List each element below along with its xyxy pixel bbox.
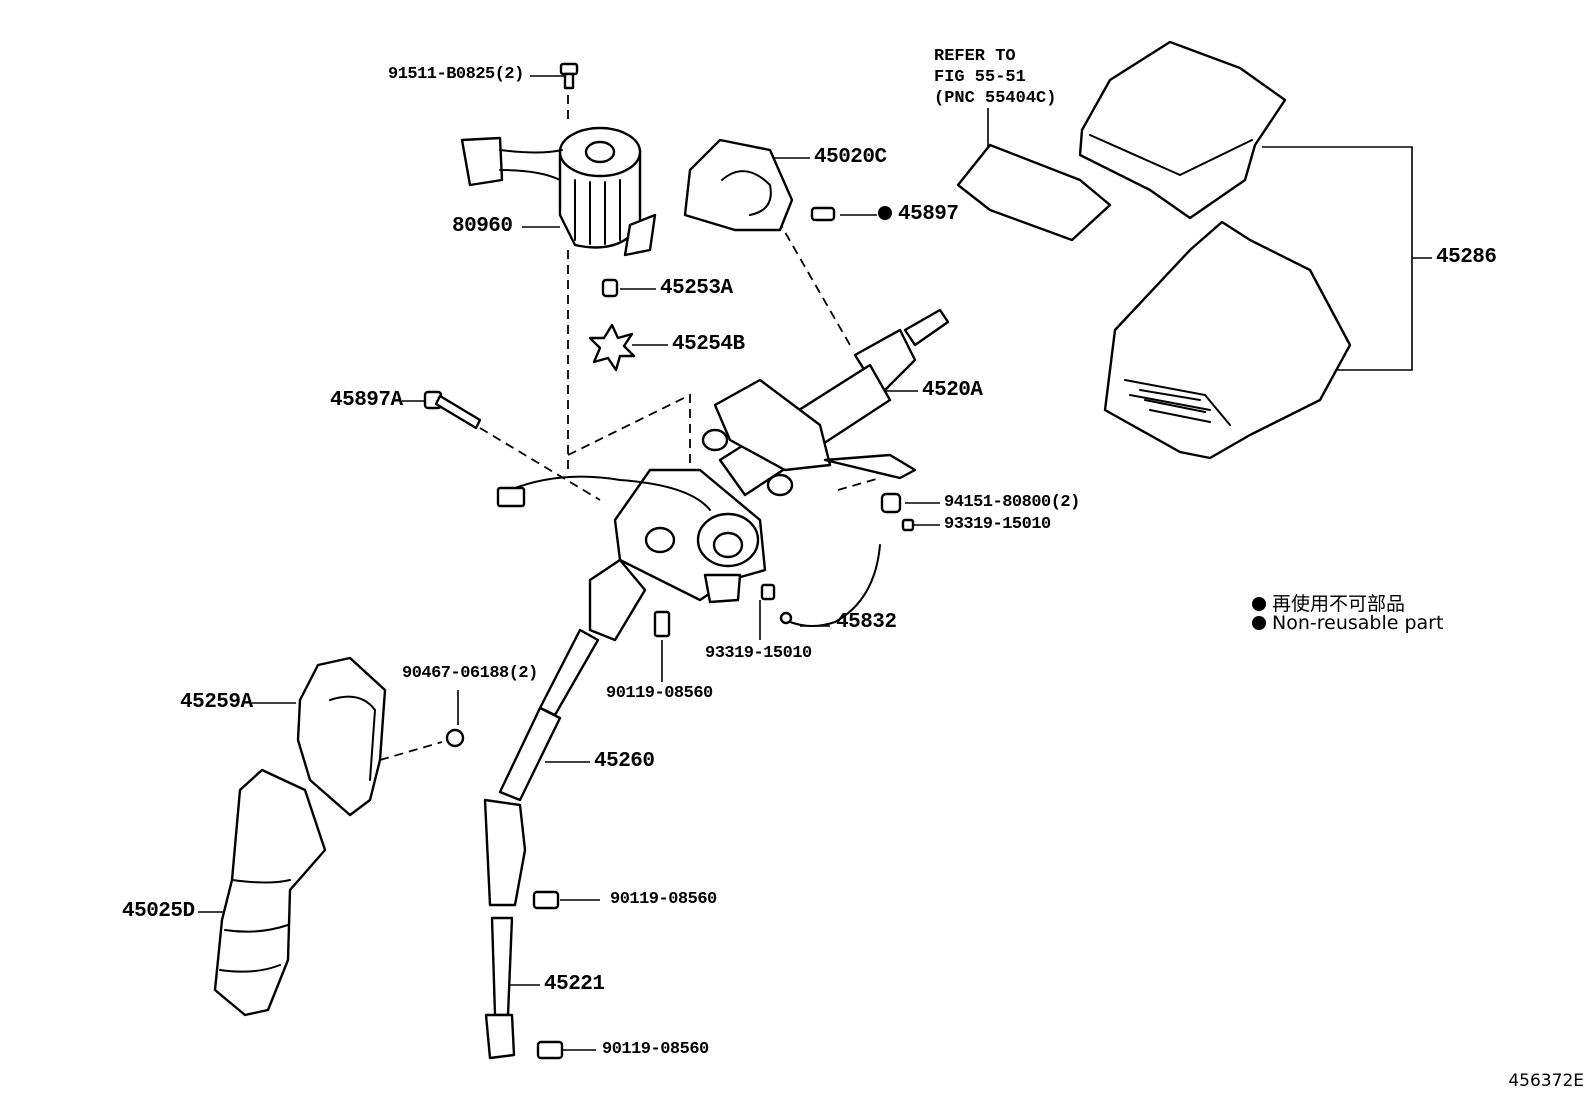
part-45020C <box>683 138 794 232</box>
refer-note-line: (PNC 55404C) <box>934 89 1057 108</box>
part-label: 45253A <box>660 277 733 300</box>
legend-jp-text: 再使用不可部品 <box>1272 593 1406 615</box>
shaft-45221 <box>484 916 516 1060</box>
part-label: 45286 <box>1436 246 1497 269</box>
cover-45259A <box>296 656 387 817</box>
cover-panel-55404C <box>956 143 1112 242</box>
part-label: 90119-08560 <box>610 890 717 909</box>
legend-en-text: Non-reusable part <box>1272 612 1444 634</box>
part-label: 45259A <box>180 691 253 714</box>
part-label: 45025D <box>122 900 195 923</box>
part-label: 80960 <box>452 215 513 238</box>
leader-lines <box>198 75 1432 1051</box>
shaft-45260 <box>483 558 647 907</box>
part-label: 90119-08560 <box>602 1040 709 1059</box>
part-label: 91511-B0825(2) <box>388 65 524 84</box>
non-reusable-dot <box>1252 597 1266 611</box>
motor-80960 <box>460 126 657 257</box>
part-label: 94151-80800(2) <box>944 493 1080 512</box>
part-label: 45897A <box>330 389 403 412</box>
part-label: 45020C <box>814 146 887 169</box>
part-label: 4520A <box>922 379 983 402</box>
non-reusable-dot <box>878 206 892 220</box>
non-reusable-dot <box>1252 616 1266 630</box>
refer-note-line: FIG 55-51 <box>934 68 1026 87</box>
figure-id: 456372E <box>1508 1071 1584 1091</box>
part-label: 90119-08560 <box>606 684 713 703</box>
part-label: 93319-15010 <box>944 515 1051 534</box>
boot-45025D <box>213 768 327 1017</box>
refer-note: REFER TO FIG 55-51 (PNC 55404C) <box>934 46 1056 109</box>
bolt-91511 <box>559 62 579 90</box>
fasteners-right <box>760 492 915 627</box>
part-label: 45897 <box>878 203 959 226</box>
assembly-lines <box>379 95 881 761</box>
legend-jp: 再使用不可部品 <box>1252 589 1405 616</box>
clip-90467 <box>445 728 465 748</box>
lower-cover-45286 <box>1103 220 1352 460</box>
part-label: 90467-06188(2) <box>402 664 538 683</box>
upper-cover-45286 <box>1078 40 1287 220</box>
part-label: 45260 <box>594 750 655 773</box>
part-label: 45254B <box>672 333 745 356</box>
part-45897 <box>810 206 836 222</box>
column-4520A <box>496 308 950 604</box>
part-label: 45221 <box>544 973 605 996</box>
part-label: 93319-15010 <box>705 644 812 663</box>
part-label: 45832 <box>836 611 897 634</box>
refer-note-line: REFER TO <box>934 47 1016 66</box>
part-45253A <box>601 278 619 298</box>
bolt-45897A <box>423 390 482 430</box>
legend-en: Non-reusable part <box>1252 612 1443 634</box>
part-45254B <box>588 323 636 372</box>
bolts-90119 <box>532 610 671 1060</box>
